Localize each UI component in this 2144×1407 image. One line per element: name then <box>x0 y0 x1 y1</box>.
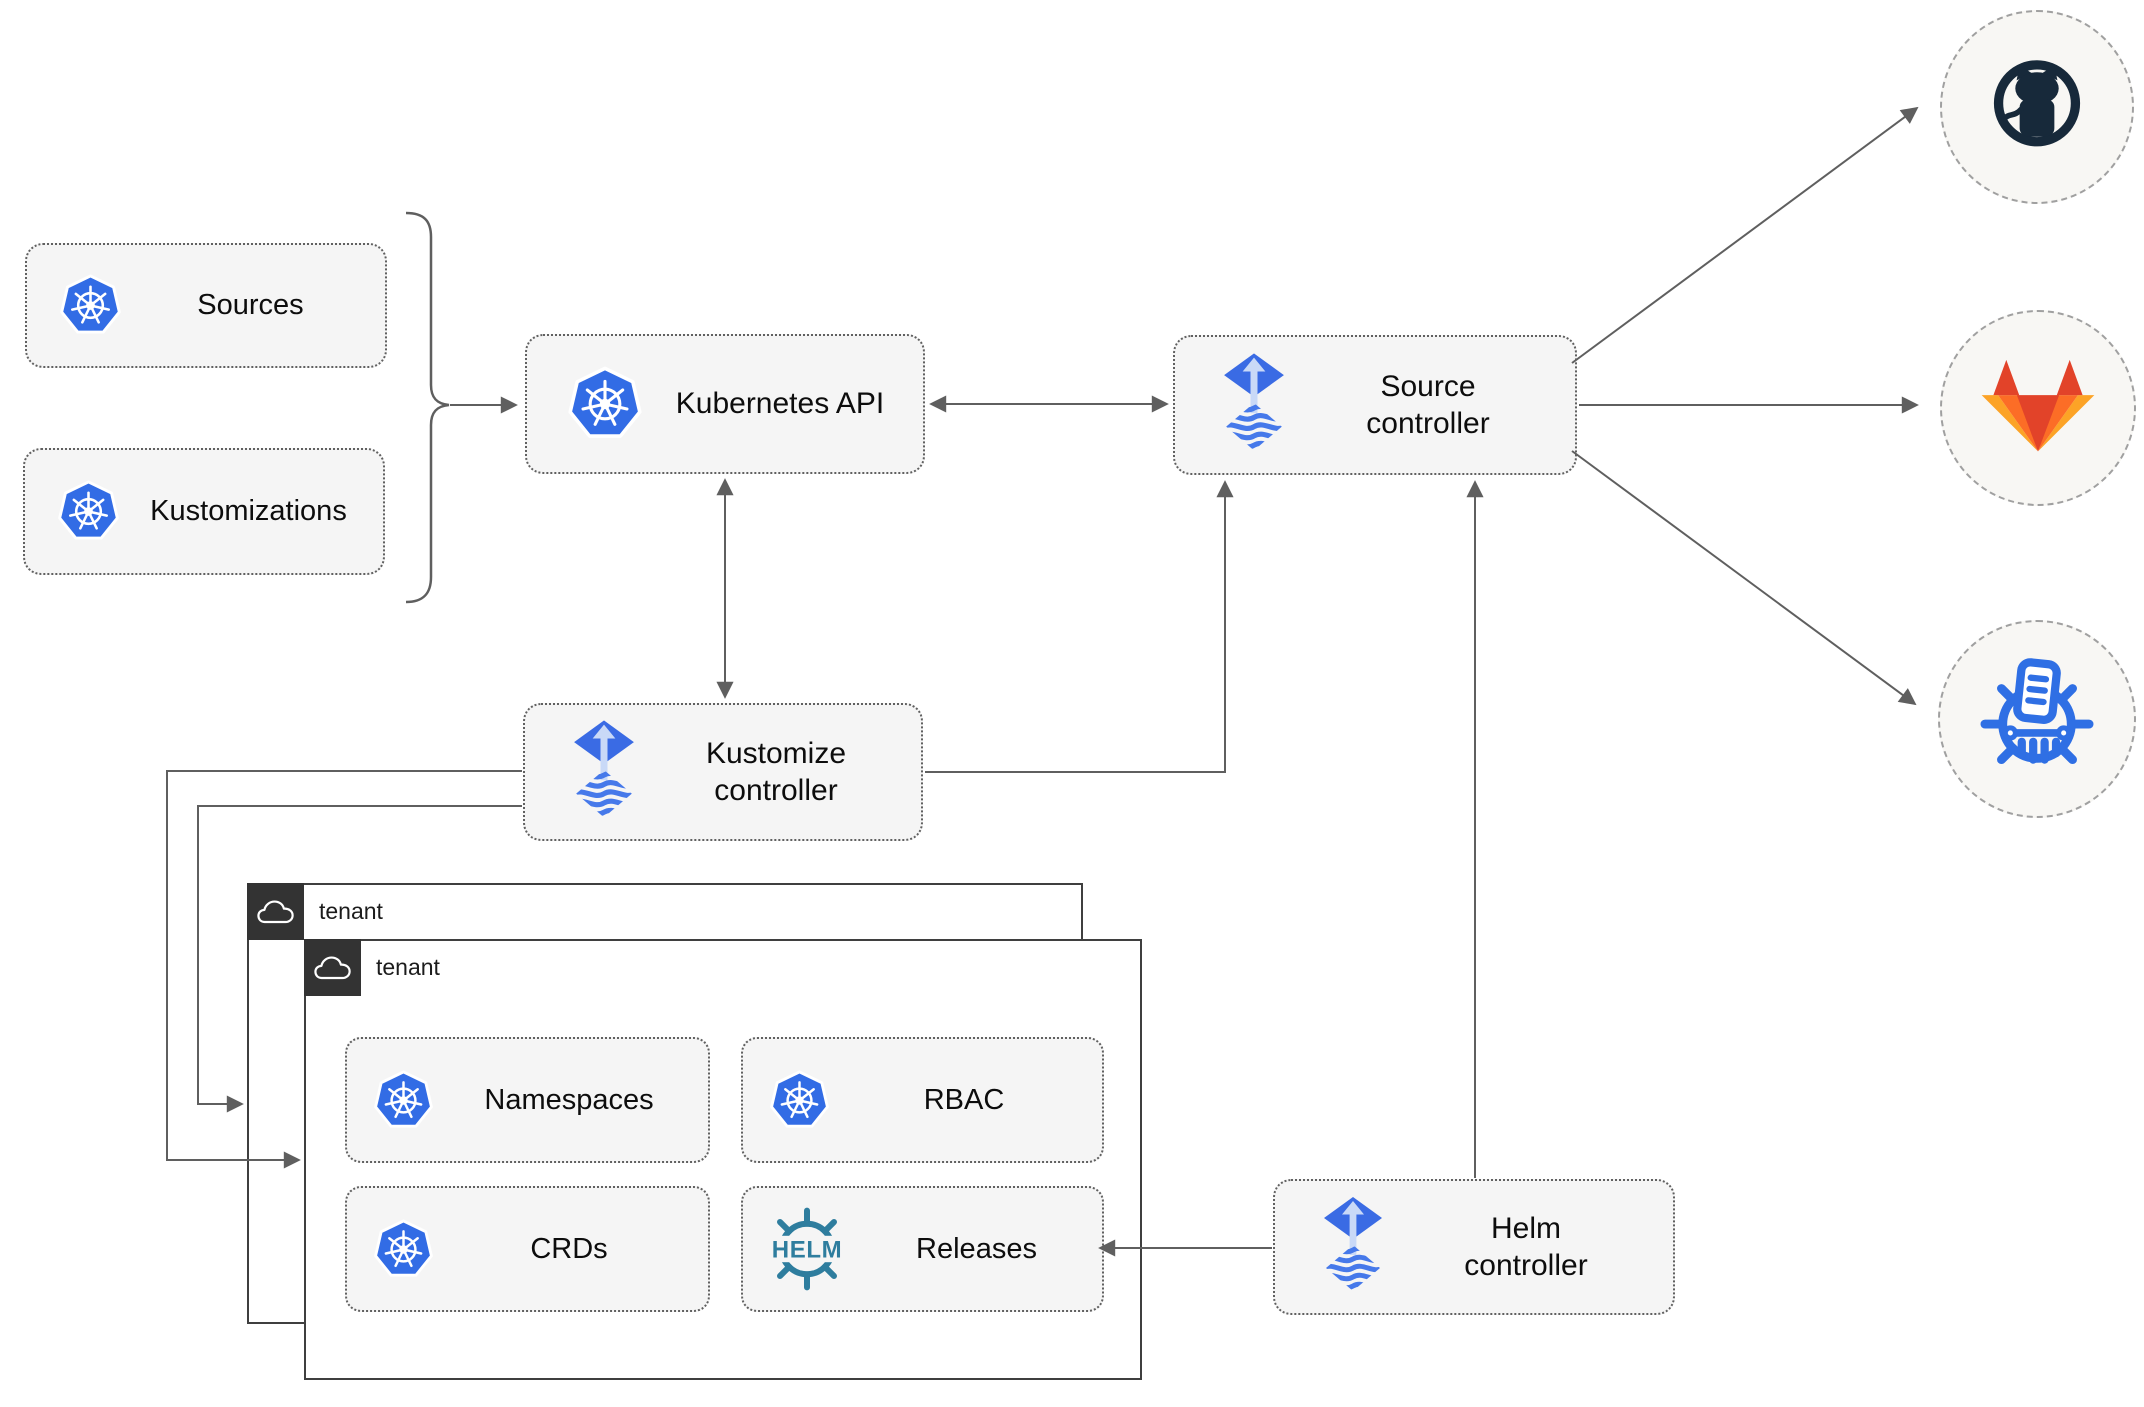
flux-icon <box>1321 1196 1385 1298</box>
flux-icon <box>1221 353 1287 457</box>
remote-github <box>1940 10 2134 204</box>
edge-source-to-github <box>1571 106 1919 364</box>
kubernetes-icon <box>567 366 643 442</box>
node-releases-label: Releases <box>916 1232 1037 1265</box>
kubernetes-icon <box>57 480 120 543</box>
node-sources-label: Sources <box>197 289 304 322</box>
tenant-badge <box>304 939 361 996</box>
gitlab-icon <box>1979 354 2097 462</box>
node-rbac: RBAC <box>741 1037 1104 1163</box>
helm-icon-text: HELM <box>772 1236 842 1263</box>
bracket-brace <box>405 211 450 604</box>
node-kubernetes-api-label: Kubernetes API <box>675 387 885 421</box>
node-helm-controller: Helm controller <box>1273 1179 1675 1315</box>
node-kustomize-controller: Kustomize controller <box>523 703 923 841</box>
node-kustomize-controller-label: Kustomize controller <box>705 736 847 808</box>
chartmuseum-registry-icon <box>1971 653 2103 785</box>
node-source-controller: Source controller <box>1173 335 1577 475</box>
tenant-badge <box>247 883 304 940</box>
edge-kustomize-to-source <box>925 480 1234 773</box>
flux-icon <box>571 720 637 824</box>
remote-chart-registry <box>1938 620 2136 818</box>
node-sources: Sources <box>25 243 387 368</box>
cloud-icon <box>257 899 295 925</box>
node-helm-controller-label: Helm controller <box>1464 1211 1588 1283</box>
node-crds: CRDs <box>345 1186 710 1312</box>
kubernetes-icon <box>373 1070 434 1131</box>
tenant-label: tenant <box>376 954 440 980</box>
node-rbac-label: RBAC <box>923 1083 1005 1116</box>
kubernetes-icon <box>373 1219 434 1280</box>
node-releases: HELM Releases <box>741 1186 1104 1312</box>
node-kubernetes-api: Kubernetes API <box>525 334 925 474</box>
node-kustomizations: Kustomizations <box>23 448 385 575</box>
github-icon <box>1975 45 2099 169</box>
edge-source-to-registry <box>1571 450 1917 706</box>
node-crds-label: CRDs <box>530 1232 608 1265</box>
kubernetes-icon <box>59 274 122 337</box>
kubernetes-icon <box>769 1070 830 1131</box>
remote-gitlab <box>1940 310 2136 506</box>
node-namespaces-label: Namespaces <box>484 1083 654 1116</box>
node-source-controller-label: Source controller <box>1366 369 1490 441</box>
tenant-label: tenant <box>319 898 383 924</box>
cloud-icon <box>314 955 352 981</box>
node-namespaces: Namespaces <box>345 1037 710 1163</box>
node-kustomizations-label: Kustomizations <box>150 495 347 528</box>
helm-icon: HELM <box>759 1201 855 1297</box>
